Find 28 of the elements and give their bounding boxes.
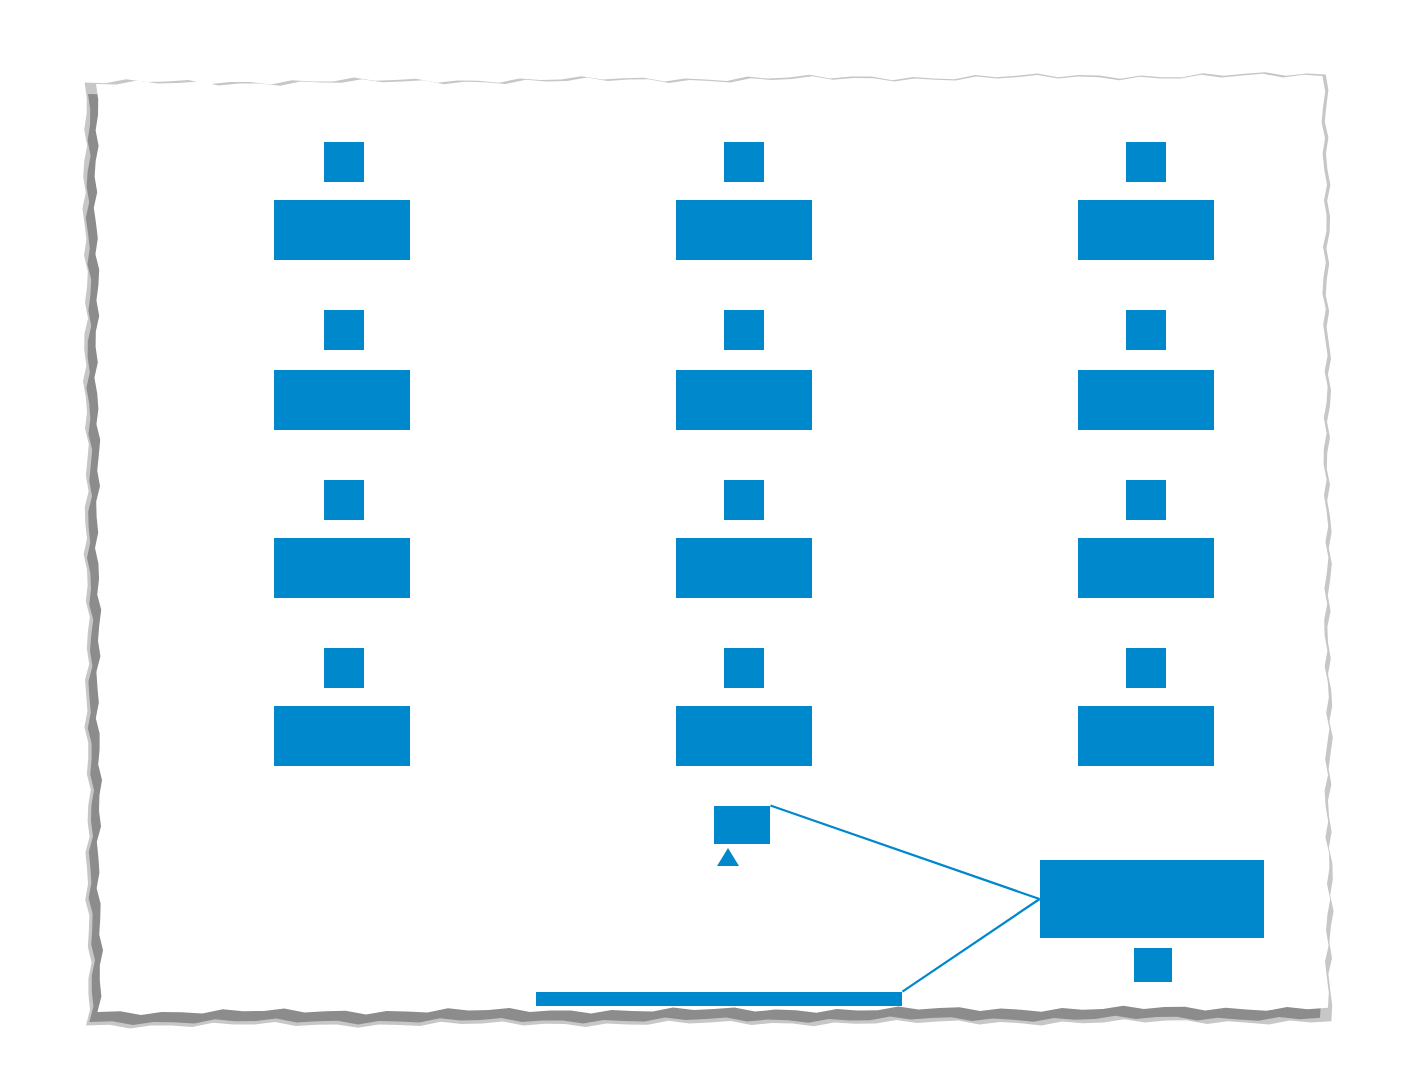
square-block	[1126, 480, 1166, 520]
rectangle-block	[1078, 538, 1214, 598]
rectangle-block	[1078, 370, 1214, 430]
rectangle-block	[274, 538, 410, 598]
rectangle-block	[1040, 860, 1264, 938]
square-block	[1126, 310, 1166, 350]
square-block	[724, 310, 764, 350]
square-block	[1134, 948, 1172, 982]
square-block	[724, 142, 764, 182]
square-block	[1126, 648, 1166, 688]
rectangle-block	[676, 538, 812, 598]
square-block	[324, 648, 364, 688]
square-block	[324, 310, 364, 350]
square-block	[324, 142, 364, 182]
rectangle-block	[1078, 706, 1214, 766]
rectangle-block	[676, 706, 812, 766]
square-block	[714, 806, 770, 844]
rectangle-block	[274, 706, 410, 766]
rectangle-block	[274, 370, 410, 430]
square-block	[324, 480, 364, 520]
rectangle-block	[1078, 200, 1214, 260]
rectangle-block	[676, 200, 812, 260]
square-block	[1126, 142, 1166, 182]
square-block	[724, 648, 764, 688]
rectangle-block	[676, 370, 812, 430]
rectangle-block	[274, 200, 410, 260]
connector-line	[770, 804, 1040, 900]
square-block	[724, 480, 764, 520]
